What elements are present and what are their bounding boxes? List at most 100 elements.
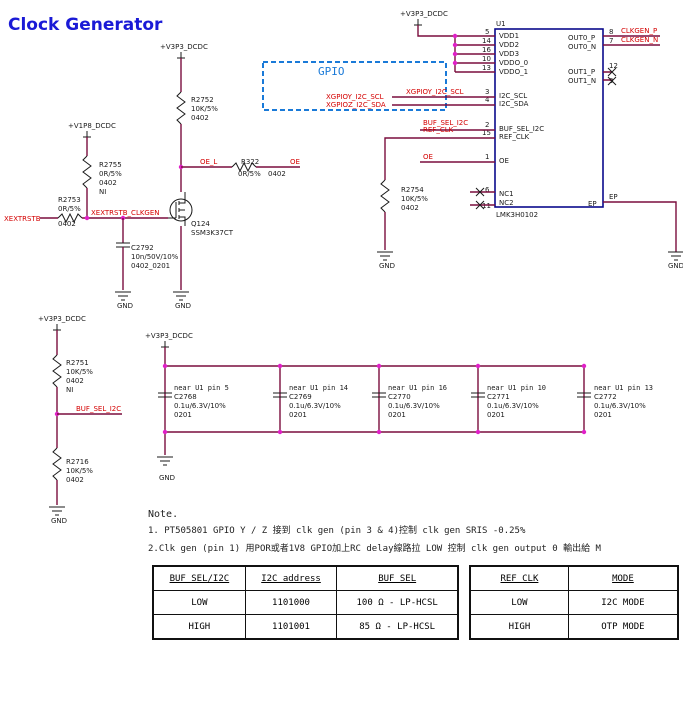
u1-pinnum-6: 6 — [485, 186, 490, 194]
buf-sel-header-1: BUF_SEL/I2C — [152, 565, 246, 591]
u1-pinnum-9: 9 — [609, 77, 613, 85]
c2772-package: 0201 — [594, 411, 612, 419]
gnd-label-c2792: GND — [117, 302, 133, 310]
table-cell: OTP MODE — [567, 614, 679, 640]
r322-ref: R322 — [241, 158, 259, 166]
r2751-ref: R2751 — [66, 359, 89, 367]
u1-clock-generator-ic: U1 LMK3H0102 VDD1 VDD2 VDD3 VDDO_0 VDDO_… — [482, 20, 618, 219]
u1-pinnum-1: 1 — [485, 153, 489, 161]
c2769-near: near U1 pin 14 — [289, 384, 348, 392]
r2754-package: 0402 — [401, 204, 419, 212]
table-cell: 1101001 — [244, 614, 338, 640]
table-cell: I2C MODE — [567, 590, 679, 615]
u1-pinnum-5: 5 — [485, 28, 489, 36]
rail-v3p3-q124: +V3P3_DCDC — [160, 43, 208, 51]
r322-value: 0R/5% — [238, 170, 261, 178]
ep-net-label: EP — [609, 193, 618, 201]
note-heading: Note. — [148, 509, 178, 520]
note-line-1: 1. PT505801 GPIO Y / Z 接到 clk gen (pin 3… — [148, 524, 526, 536]
rail-v3p3-u1: +V3P3_DCDC — [400, 10, 448, 18]
table-cell: 85 Ω - LP-HCSL — [336, 614, 459, 640]
c2772-value: 0.1u/6.3V/10% — [594, 402, 646, 410]
r2755-ni: NI — [99, 188, 106, 196]
u1-pin-oe: OE — [499, 157, 509, 165]
gnd-label-r2754: GND — [379, 262, 395, 270]
u1-pin-nc1: NC1 — [499, 190, 514, 198]
table-cell: LOW — [152, 590, 246, 615]
c2771-ref: C2771 — [487, 393, 510, 401]
table-cell: HIGH — [152, 614, 246, 640]
u1-pinnum-4: 4 — [485, 96, 490, 104]
note-line-2: 2.Clk gen (pin 1) 用POR或者1V8 GPIO加上RC del… — [148, 542, 602, 554]
c2792-value: 10n/50V/10% — [131, 253, 179, 261]
r2753-value: 0R/5% — [58, 205, 81, 213]
u1-ref: U1 — [496, 20, 506, 28]
c2770-near: near U1 pin 16 — [388, 384, 447, 392]
net-oe-u1: OE — [423, 153, 433, 161]
page-title: Clock Generator — [8, 15, 163, 35]
r2752-ref: R2752 — [191, 96, 214, 104]
c2768-package: 0201 — [174, 411, 192, 419]
u1-supply-wiring: +V3P3_DCDC — [400, 10, 495, 73]
c2768-value: 0.1u/6.3V/10% — [174, 402, 226, 410]
net-xextrstb: XEXTRSTB — [4, 215, 41, 223]
gpio-i2c-section: GPIO XGPIOY_I2C_SCL XGPIOZ_I2C_SDA XGPIO… — [262, 61, 495, 210]
buf-sel-table: BUF_SEL/I2C I2C address BUF_SEL LOW 1101… — [152, 565, 459, 640]
r2754-value: 10K/5% — [401, 195, 428, 203]
u1-pinnum-16: 16 — [482, 46, 491, 54]
net-ref-clk: REF_CLK — [423, 126, 454, 134]
c2771-value: 0.1u/6.3V/10% — [487, 402, 539, 410]
table-row: LOW 1101000 100 Ω - LP-HCSL — [152, 590, 459, 615]
table-row: HIGH 1101001 85 Ω - LP-HCSL — [152, 614, 459, 640]
r2716-package: 0402 — [66, 476, 84, 484]
c2771-near: near U1 pin 10 — [487, 384, 546, 392]
net-buf-sel-left: BUF_SEL_I2C — [76, 405, 121, 413]
ref-clk-table: REF_CLK MODE LOW I2C MODE HIGH OTP MODE — [469, 565, 679, 640]
buf-sel-table-header: BUF_SEL/I2C I2C address BUF_SEL — [152, 565, 459, 591]
u1-pinnum-11: 11 — [482, 202, 491, 210]
r2751-ni: NI — [66, 386, 73, 394]
gnd-label-bufsel: GND — [51, 517, 67, 525]
buf-sel-header-3: BUF_SEL — [336, 565, 459, 591]
c2770-ref: C2770 — [388, 393, 411, 401]
net-clkgen-p: CLKGEN_P — [621, 27, 657, 35]
gnd-label-ep: GND — [668, 262, 683, 270]
c2772-near: near U1 pin 13 — [594, 384, 653, 392]
q124-oe-circuit: +V3P3_DCDC R2752 10K/5% 0402 OE_L R322 0… — [4, 43, 300, 310]
c2769-package: 0201 — [289, 411, 307, 419]
q124-part: SSM3K37CT — [191, 229, 234, 237]
net-xextrstb-clkgen: XEXTRSTB_CLKGEN — [91, 209, 160, 217]
table-cell: HIGH — [469, 614, 569, 640]
r2716-ref: R2716 — [66, 458, 89, 466]
c2770-package: 0201 — [388, 411, 406, 419]
ref-clk-header-2: MODE — [567, 565, 679, 591]
gnd-label-decaps: GND — [159, 474, 175, 482]
r2755-value: 0R/5% — [99, 170, 122, 178]
r2754-ref: R2754 — [401, 186, 424, 194]
u1-pinnum-13: 13 — [482, 64, 491, 72]
u1-body — [494, 28, 604, 208]
u1-pin-vdd2: VDD2 — [499, 41, 519, 49]
u1-pinnum-3: 3 — [485, 88, 489, 96]
r2751-value: 10K/5% — [66, 368, 93, 376]
table-row: HIGH OTP MODE — [469, 614, 679, 640]
gpio-dashed-box — [262, 61, 447, 111]
u1-pinnum-7: 7 — [609, 37, 613, 45]
rail-v3p3-decaps: +V3P3_DCDC — [145, 332, 193, 340]
r2716-value: 10K/5% — [66, 467, 93, 475]
u1-pin-vddo1: VDDO_1 — [499, 68, 528, 76]
u1-part-number: LMK3H0102 — [496, 211, 538, 219]
c2768-near: near U1 pin 5 — [174, 384, 229, 392]
rail-v3p3-bufsel: +V3P3_DCDC — [38, 315, 86, 323]
c2770-value: 0.1u/6.3V/10% — [388, 402, 440, 410]
notes-section: Note. 1. PT505801 GPIO Y / Z 接到 clk gen … — [148, 509, 602, 554]
u1-pinnum-14: 14 — [482, 37, 491, 45]
net-oe-out: OE — [290, 158, 300, 166]
c2772-ref: C2772 — [594, 393, 617, 401]
r2753-ref: R2753 — [58, 196, 81, 204]
buf-sel-header-2: I2C address — [244, 565, 338, 591]
c2769-value: 0.1u/6.3V/10% — [289, 402, 341, 410]
gpio-box-label: GPIO — [318, 65, 345, 78]
u1-pin-ref-clk: REF_CLK — [499, 133, 530, 141]
